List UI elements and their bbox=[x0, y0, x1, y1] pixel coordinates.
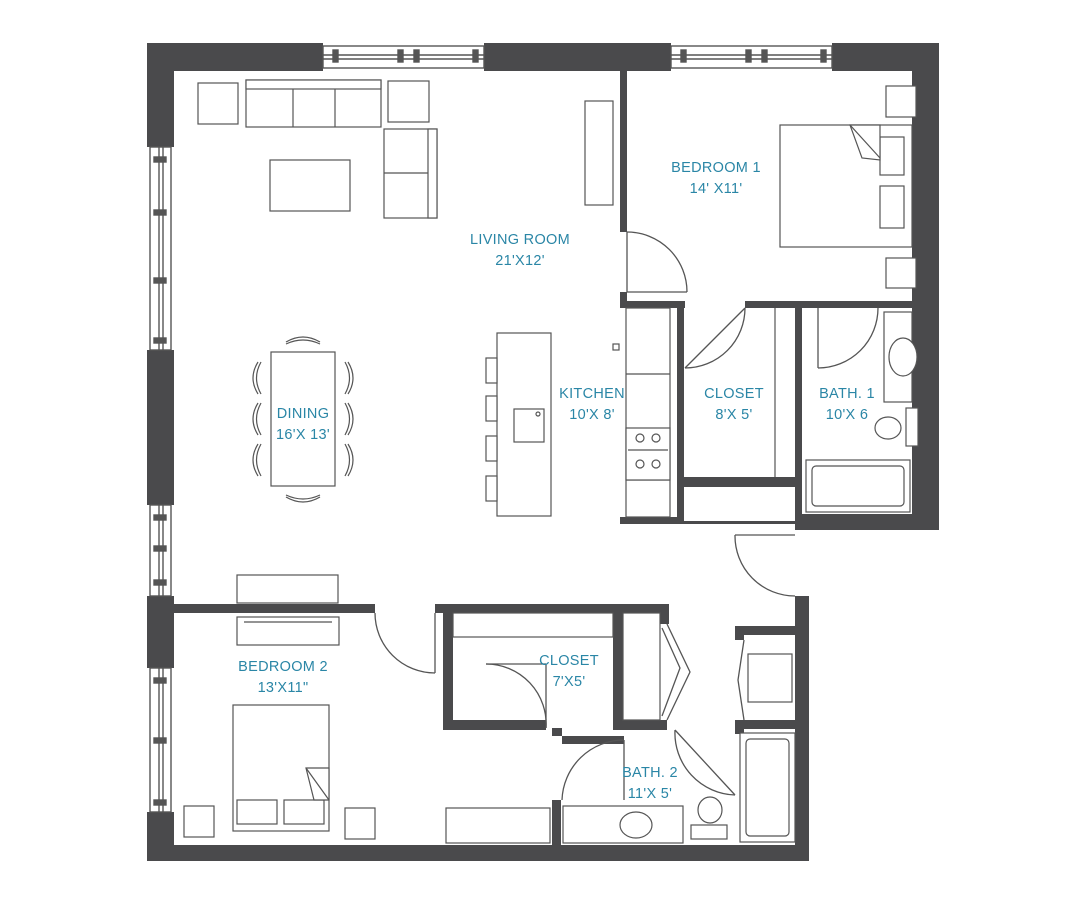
bath1-toilet bbox=[874, 407, 919, 447]
room-name: DINING bbox=[276, 406, 330, 422]
windows bbox=[149, 45, 833, 813]
doors bbox=[374, 231, 879, 801]
room-name: BEDROOM 1 bbox=[671, 160, 761, 176]
dining-chairs bbox=[252, 336, 354, 503]
hall-console bbox=[236, 574, 339, 604]
end-table-left bbox=[197, 82, 239, 125]
bath1-vanity bbox=[883, 311, 918, 403]
bath2-tub bbox=[739, 732, 796, 843]
bed-2 bbox=[232, 704, 330, 832]
bath2-toilet bbox=[690, 796, 728, 840]
label-dining: DINING 16'X 13' bbox=[276, 404, 330, 446]
room-size: 10'X 6 bbox=[825, 407, 869, 423]
room-name: LIVING ROOM bbox=[470, 232, 570, 248]
room-size: 16'X 13' bbox=[276, 427, 330, 443]
label-bedroom-1: BEDROOM 1 14' X11' bbox=[671, 158, 761, 200]
door-bath2-side bbox=[674, 729, 736, 796]
room-size: 11'X 5' bbox=[627, 786, 673, 802]
label-kitchen: KITCHEN 10'X 8' bbox=[559, 384, 625, 426]
room-name: BEDROOM 2 bbox=[238, 659, 328, 675]
nightstand-top bbox=[885, 85, 917, 118]
bifold-door-closet2 bbox=[661, 623, 691, 721]
closet2-shelf bbox=[452, 612, 614, 638]
linen-shelf bbox=[747, 653, 793, 703]
door-bedroom1 bbox=[626, 231, 688, 293]
nightstand-b2-right bbox=[344, 807, 376, 840]
exterior-walls bbox=[147, 43, 939, 861]
end-table-right bbox=[387, 80, 430, 123]
bed-1 bbox=[779, 124, 913, 248]
loveseat bbox=[383, 128, 438, 219]
coffee-table bbox=[269, 159, 351, 212]
door-closet2 bbox=[485, 663, 547, 729]
room-size: 8'X 5' bbox=[715, 407, 753, 423]
closet2-rod bbox=[622, 612, 661, 721]
room-size: 10'X 8' bbox=[569, 407, 615, 423]
door-closet1 bbox=[684, 307, 746, 369]
sofa bbox=[245, 79, 382, 128]
room-name: BATH. 2 bbox=[622, 765, 678, 781]
room-name: KITCHEN bbox=[559, 386, 625, 402]
door-bedroom2 bbox=[374, 612, 436, 674]
stove bbox=[625, 427, 671, 481]
nightstand-bottom bbox=[885, 257, 917, 289]
room-name: CLOSET bbox=[704, 386, 764, 402]
kitchen-counter bbox=[612, 307, 671, 518]
interior-walls bbox=[147, 71, 920, 852]
label-bedroom-2: BEDROOM 2 13'X11" bbox=[238, 657, 328, 699]
window-left-middle bbox=[149, 504, 172, 597]
label-closet-2: CLOSET 7'X5' bbox=[539, 651, 599, 693]
door-bath1 bbox=[817, 307, 879, 369]
room-name: BATH. 1 bbox=[819, 386, 875, 402]
bench-bedroom2 bbox=[445, 807, 551, 844]
bifold-door-linen bbox=[737, 639, 745, 721]
door-bath2 bbox=[561, 739, 625, 801]
dresser-bedroom2 bbox=[236, 616, 340, 646]
bath1-tub bbox=[805, 459, 911, 513]
dining-table bbox=[270, 351, 336, 487]
label-bath-2: BATH. 2 11'X 5' bbox=[622, 763, 678, 805]
room-name: CLOSET bbox=[539, 653, 599, 669]
label-living-room: LIVING ROOM 21'X12' bbox=[470, 230, 570, 272]
room-size: 7'X5' bbox=[552, 674, 586, 690]
label-closet-1: CLOSET 8'X 5' bbox=[704, 384, 764, 426]
door-entry bbox=[734, 534, 796, 597]
window-top-right bbox=[670, 45, 833, 69]
room-size: 14' X11' bbox=[689, 181, 743, 197]
nightstand-b2-left bbox=[183, 805, 215, 838]
furniture bbox=[183, 79, 919, 844]
label-bath-1: BATH. 1 10'X 6 bbox=[819, 384, 875, 426]
window-top-left bbox=[322, 45, 485, 69]
room-size: 21'X12' bbox=[495, 253, 545, 269]
bar-stools bbox=[485, 357, 498, 502]
bath2-vanity bbox=[562, 805, 684, 844]
kitchen-island bbox=[496, 332, 552, 517]
tv-console bbox=[584, 100, 614, 206]
window-left-lower bbox=[149, 667, 172, 813]
room-size: 13'X11" bbox=[257, 680, 309, 696]
window-left-upper bbox=[149, 146, 172, 351]
